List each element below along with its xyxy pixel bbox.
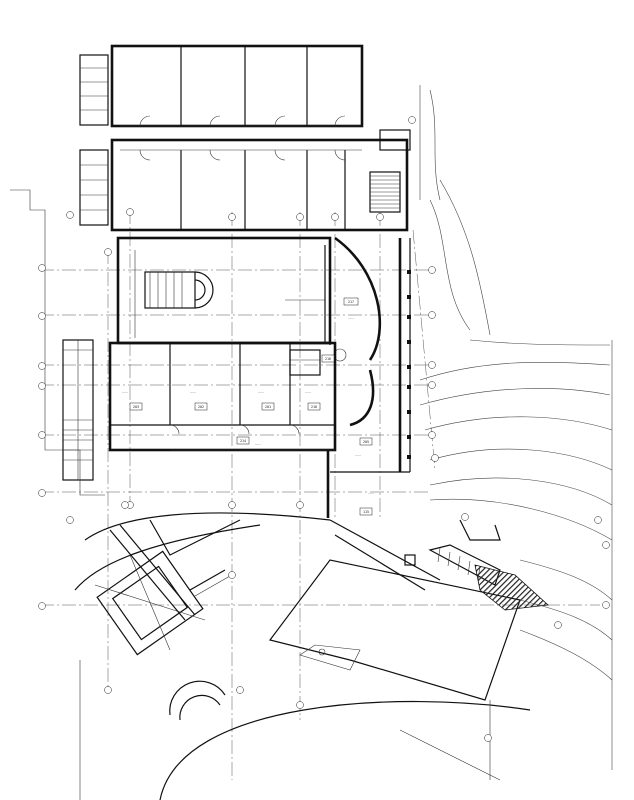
gazebo-structure (94, 524, 231, 656)
room-tag: 216 (325, 357, 331, 361)
room-tag: 203 (133, 405, 139, 409)
grid-bubbles (38, 116, 610, 742)
west-ramp (10, 189, 105, 496)
structural-grid-lines (40, 210, 600, 780)
entry-arcs (79, 660, 531, 800)
room-tag: 214 (240, 439, 246, 443)
south-plaza (74, 512, 521, 701)
room-tag: 218 (311, 405, 317, 409)
area-note: ___ (305, 389, 312, 393)
room-tag: 115 (363, 510, 369, 514)
room-tag: 205 (363, 440, 369, 444)
area-note: ___ (368, 490, 375, 494)
northeast-stair-roof (404, 519, 549, 611)
area-note: ___ (355, 452, 362, 456)
area-notes: ___ ___ ___ ___ ___ ___ ___ ___ (122, 315, 375, 494)
south-classroom-block (108, 341, 337, 518)
room-tag: 217 (348, 300, 354, 304)
area-note: ___ (258, 389, 265, 393)
room-tag: 202 (198, 405, 204, 409)
room-tags: 217 203 202 201 218 214 205 216 115 (129, 297, 373, 516)
room-tag: 201 (265, 405, 271, 409)
topographic-contours (419, 85, 613, 770)
area-note: ___ (255, 441, 262, 445)
area-note: ___ (348, 315, 355, 319)
central-hall (116, 236, 332, 345)
area-note: ___ (190, 389, 197, 393)
north-wing (79, 44, 411, 232)
area-note: ___ (122, 389, 129, 393)
east-colonnade (330, 238, 411, 473)
